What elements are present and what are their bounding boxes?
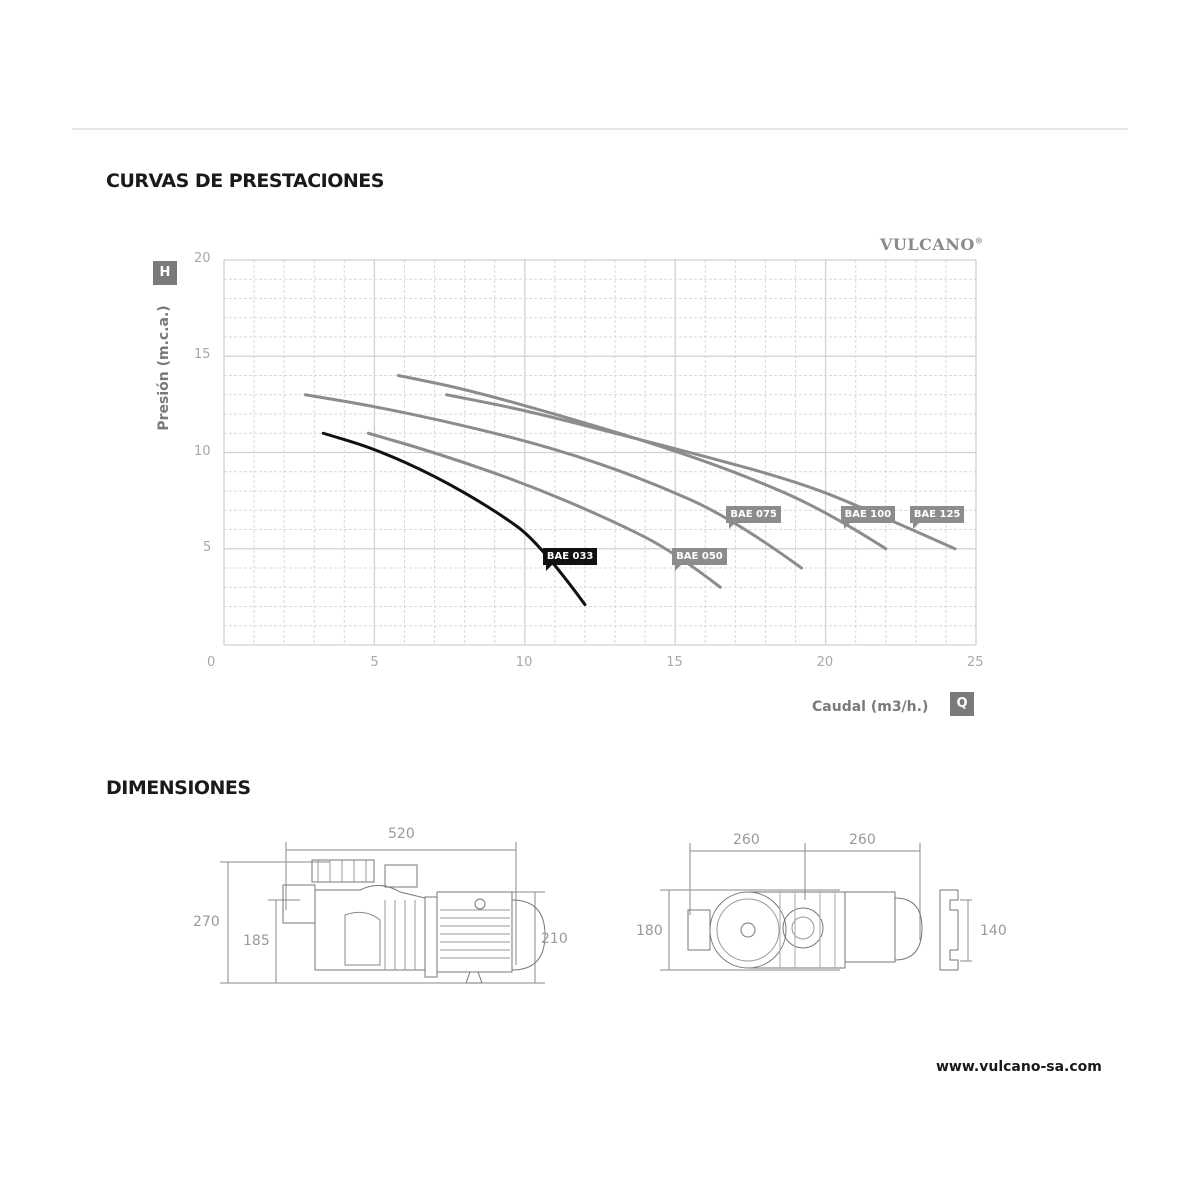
curve-bae-100 — [396, 374, 888, 551]
y-tick: 20 — [194, 251, 211, 266]
h-axis-badge: H — [153, 261, 177, 285]
x-axis-label: Caudal (m3/h.) — [812, 699, 929, 715]
x-tick: 15 — [666, 655, 683, 670]
curve-label-bae-033: BAE 033 — [542, 548, 598, 572]
dim-motor-height: 210 — [541, 931, 568, 947]
performance-curves-title: CURVAS DE PRESTACIONES — [106, 170, 384, 192]
brand-name: VULCANO — [880, 235, 975, 254]
dim-pump-length: 260 — [733, 832, 760, 848]
curve-label-bae-125: BAE 125 — [909, 506, 965, 530]
x-tick: 10 — [515, 655, 533, 670]
top-divider — [72, 128, 1128, 130]
website-link[interactable]: www.vulcano-sa.com — [936, 1059, 1102, 1075]
curve-label-bae-075: BAE 075 — [726, 506, 781, 530]
curve-bae-050 — [366, 431, 722, 589]
y-tick: 15 — [194, 347, 211, 363]
x-tick: 25 — [967, 655, 984, 670]
pump-side-view-drawing: 520 270 185 210 — [193, 826, 568, 984]
x-tick: 5 — [370, 655, 379, 670]
dim-total-height: 270 — [193, 914, 220, 930]
q-axis-badge: Q — [950, 692, 974, 716]
x-tick: 0 — [207, 655, 216, 670]
brand-logo: VULCANO® — [880, 235, 983, 254]
curve-bae-075 — [303, 393, 804, 570]
performance-chart — [223, 259, 977, 646]
x-tick: 20 — [816, 655, 834, 670]
y-tick: 10 — [194, 443, 211, 459]
y-tick: 5 — [203, 539, 212, 555]
curve-bae-125 — [445, 393, 957, 551]
curve-bae-033 — [321, 431, 587, 607]
curve-label-bae-100: BAE 100 — [840, 506, 896, 530]
dimensions-title: DIMENSIONES — [106, 777, 251, 799]
dim-end-width: 140 — [980, 923, 1007, 939]
dim-inlet-height: 185 — [243, 933, 270, 949]
pump-top-view-drawing: 260 260 180 140 — [636, 832, 1007, 971]
curve-label-bae-050: BAE 050 — [672, 548, 727, 572]
dim-length: 520 — [388, 826, 415, 842]
dim-width: 180 — [636, 923, 663, 939]
dim-motor-length: 260 — [849, 832, 876, 848]
brand-mark: ® — [974, 235, 984, 246]
